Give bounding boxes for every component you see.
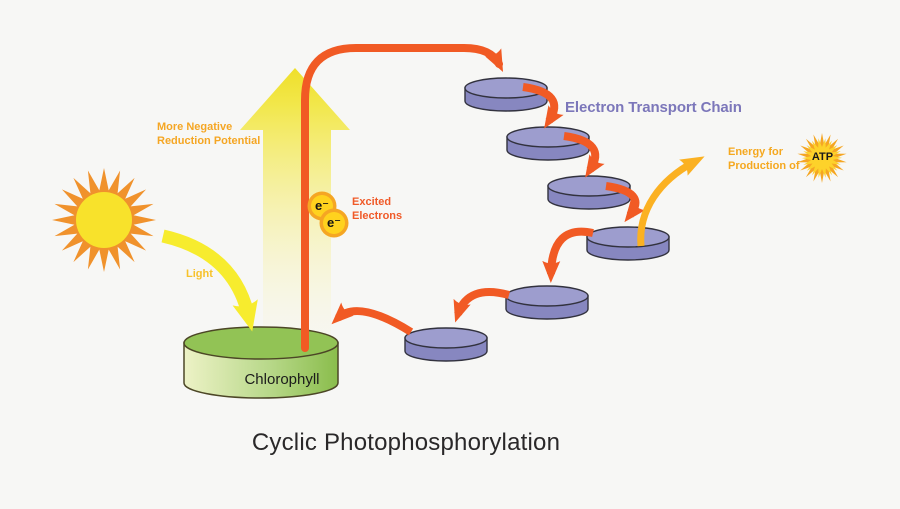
light-arrow: [161, 229, 258, 332]
chlorophyll-cylinder: [183, 326, 339, 399]
etc-disk-1: [464, 77, 548, 112]
etc-arrow-6-chlorophyll: [331, 302, 414, 336]
etc-disk-2: [506, 126, 590, 161]
energy-arrow: [637, 156, 705, 247]
page-title: Cyclic Photophosphorylation: [251, 429, 561, 456]
atp-label: ATP: [811, 151, 834, 163]
electron-badge-icons: [307, 191, 349, 238]
sun-disc: [76, 192, 132, 248]
chlorophyll-label: Chlorophyll: [244, 371, 320, 388]
light-label: Light: [186, 268, 213, 280]
electron-badge-text-2: e⁻: [326, 215, 342, 230]
sun-icon: [52, 168, 156, 272]
etc-arrow-1-2: [522, 83, 564, 129]
excited-electrons-label: Excited Electrons: [352, 196, 403, 222]
etc-disk-3: [547, 175, 631, 210]
reduction-potential-arrow: [240, 68, 350, 346]
etc-disk-5: [505, 285, 589, 320]
electron-carrier-disks: [404, 77, 670, 362]
etc-arrow-5-6: [453, 288, 511, 323]
etc-arrow-2-3: [563, 132, 605, 178]
atp-star-inner: [802, 138, 842, 178]
etc-label: Electron Transport Chain: [565, 99, 742, 116]
etc-disk-4: [586, 226, 670, 261]
etc-disk-6: [404, 327, 488, 362]
atp-star-icon: [797, 133, 847, 183]
etc-arrow-4-5: [542, 227, 594, 283]
etc-arrow-3-4: [605, 182, 646, 223]
electron-rise-arrow: [301, 44, 504, 352]
reduction-potential-label: More Negative Reduction Potential: [157, 121, 261, 147]
electron-badge-text-1: e⁻: [314, 198, 330, 213]
energy-label: Energy for Production of: [728, 146, 800, 172]
